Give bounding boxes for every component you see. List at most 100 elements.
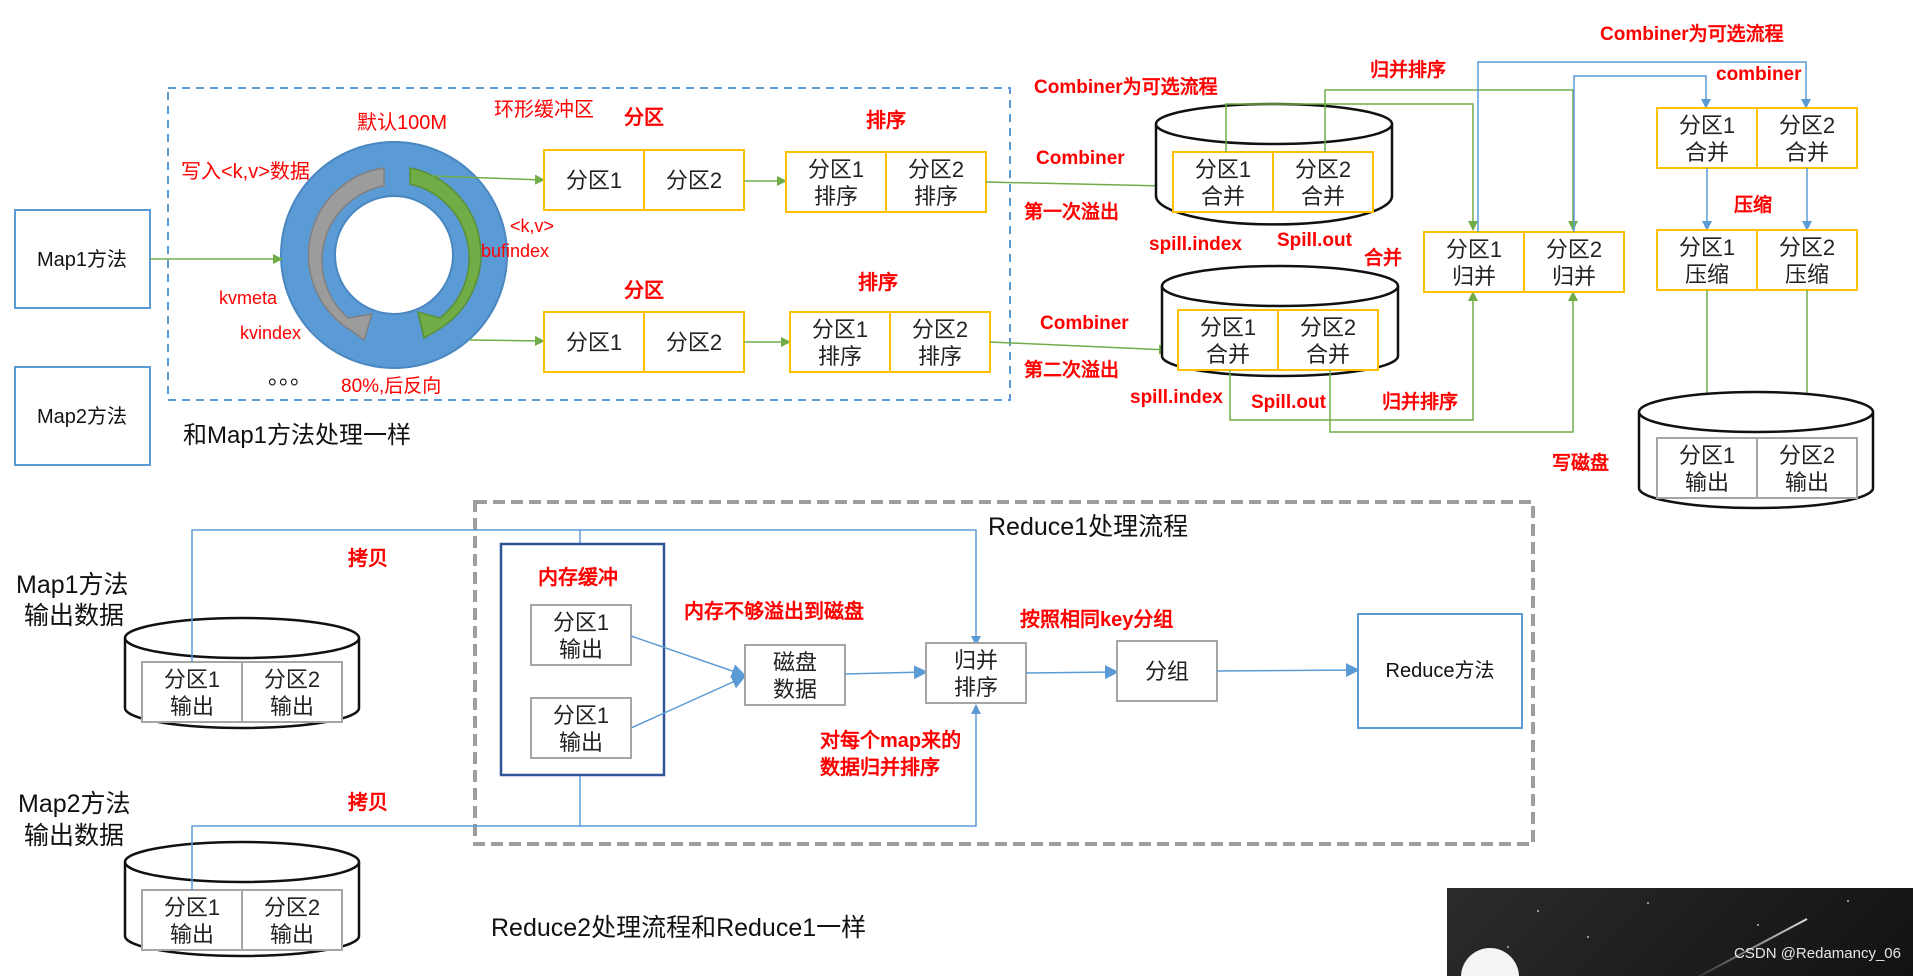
kvindex-label: kvindex xyxy=(240,323,301,343)
map2-output-l2: 输出数据 xyxy=(24,822,124,850)
merge-sort-l1: 归并 xyxy=(954,648,998,673)
merge-line-p2-top xyxy=(1324,89,1578,231)
compress-p1-l2: 压缩 xyxy=(1685,262,1729,287)
map1-out-p2-l1: 分区2 xyxy=(264,667,320,692)
merge-line-p1-top xyxy=(1225,103,1478,231)
sort-heading-2: 排序 xyxy=(858,270,898,294)
second-spill-label: 第二次溢出 xyxy=(1024,358,1119,381)
compress-p2-box xyxy=(1756,229,1858,291)
compress-p2-l1: 分区2 xyxy=(1779,235,1835,260)
group-label: 分组 xyxy=(1145,659,1189,684)
spill2-combine2-box xyxy=(1277,309,1379,371)
partition1-box-r2 xyxy=(543,311,645,373)
per-map-merge-l1: 对每个map来的 xyxy=(820,728,961,752)
reduce1-area xyxy=(473,500,1535,846)
final-combine-p2-box xyxy=(1756,107,1858,169)
ring-buffer-hole xyxy=(334,195,454,315)
map2-method-box xyxy=(14,366,151,466)
sort2-l2-r2: 排序 xyxy=(918,344,962,369)
copy-label-1: 拷贝 xyxy=(348,547,388,570)
ellipsis: 。。。 xyxy=(268,364,312,389)
partition2-box-r1 xyxy=(643,149,745,211)
output-p2-l2: 输出 xyxy=(1785,470,1829,495)
spill-out-label-2: Spill.out xyxy=(1251,392,1327,413)
overflow-label: 内存不够溢出到磁盘 xyxy=(684,599,864,623)
copy-line-map1-to-merge xyxy=(580,529,981,646)
map2-method-label: Map2方法 xyxy=(37,405,127,428)
spill-index-label-2: spill.index xyxy=(1130,387,1223,408)
ring-buffer-area xyxy=(167,87,1011,401)
merged-p1-l2: 归并 xyxy=(1452,264,1496,289)
spill1-c2-l2: 合并 xyxy=(1301,184,1345,209)
combiner-optional-2: Combiner为可选流程 xyxy=(1600,22,1784,45)
sort1-l2-r1: 排序 xyxy=(814,184,858,209)
map1-out-p1-l1: 分区1 xyxy=(164,667,220,692)
final-combine-p2-l1: 分区2 xyxy=(1779,113,1835,138)
spill1-arrow xyxy=(985,180,1166,191)
same-as-map1-note: 和Map1方法处理一样 xyxy=(183,422,411,449)
merge-line-p2-bottom xyxy=(1329,291,1578,433)
merged-p1-l1: 分区1 xyxy=(1446,237,1502,262)
combiner-line-p1 xyxy=(1573,75,1711,232)
planet-icon xyxy=(1461,948,1519,976)
reduce-method-box xyxy=(1357,613,1523,729)
sort2-l1-r2: 分区2 xyxy=(912,317,968,342)
spill2-c2-l1: 分区2 xyxy=(1300,315,1356,340)
map2-output-l1: Map2方法 xyxy=(18,790,131,818)
merge-sort-label-bottom: 归并排序 xyxy=(1382,390,1458,413)
buffer-to-partition-row1 xyxy=(431,174,545,185)
partition2-text-r1: 分区2 xyxy=(666,168,722,193)
sort1-l1-r1: 分区1 xyxy=(808,157,864,182)
map2-out-p1-l2: 输出 xyxy=(170,922,214,947)
sort2-l2-r1: 排序 xyxy=(914,184,958,209)
map2-out-p2-l1: 分区2 xyxy=(264,895,320,920)
combiner-optional-1: Combiner为可选流程 xyxy=(1034,75,1218,98)
merged-p1-box xyxy=(1423,231,1525,293)
spill1-combine2-box xyxy=(1272,151,1374,213)
map1-output-l2: 输出数据 xyxy=(24,602,124,630)
merge-to-group-arrow xyxy=(1025,665,1119,680)
mem-p1-out-1-l1: 分区1 xyxy=(553,610,609,635)
partition-heading-2: 分区 xyxy=(624,279,664,302)
per-map-merge-l2: 数据归并排序 xyxy=(820,755,940,779)
default-size-label: 默认100M xyxy=(357,111,447,134)
final-combine-p1-l1: 分区1 xyxy=(1679,113,1735,138)
star-icon xyxy=(1847,900,1849,902)
partition1-text-r2: 分区1 xyxy=(566,330,622,355)
group-box xyxy=(1116,640,1218,702)
merge-line-p1-bottom xyxy=(1229,291,1478,421)
reduce-method-label: Reduce方法 xyxy=(1386,659,1495,682)
copy-label-2: 拷贝 xyxy=(348,791,388,814)
map2-out-p1-l1: 分区1 xyxy=(164,895,220,920)
combiner-line-top xyxy=(1477,61,1811,232)
kvmeta-label: kvmeta xyxy=(219,288,278,308)
star-icon xyxy=(1757,924,1759,926)
output-p1-box xyxy=(1656,437,1758,499)
mem-p1-out-1-l2: 输出 xyxy=(559,637,603,662)
buffer-to-partition-row2 xyxy=(469,335,545,346)
star-icon xyxy=(1507,946,1509,948)
compress-p1-box xyxy=(1656,229,1758,291)
map2-out-p2-box xyxy=(241,889,343,951)
disk-to-merge-arrow xyxy=(844,665,928,680)
combiner-lower-label: combiner xyxy=(1716,64,1802,85)
sort1-l2-r2: 排序 xyxy=(818,344,862,369)
map1-method-box xyxy=(14,209,151,309)
sort2-l1-r1: 分区2 xyxy=(908,157,964,182)
spill1-c2-l1: 分区2 xyxy=(1295,157,1351,182)
mem-p1-out-box-1 xyxy=(530,604,632,666)
write-kv-label: 写入<k,v>数据 xyxy=(181,160,310,183)
map1-out-p2-box xyxy=(241,661,343,723)
mem1-to-disk-arrow xyxy=(630,635,746,678)
merged-p2-l1: 分区2 xyxy=(1546,237,1602,262)
sort1-l1-r2: 分区1 xyxy=(812,317,868,342)
disk-data-l2: 数据 xyxy=(773,677,817,702)
spill2-combine1-box xyxy=(1177,309,1279,371)
green-write-arrow xyxy=(409,167,482,340)
bufindex-label: bufindex xyxy=(481,241,549,261)
final-combine-p2-l2: 合并 xyxy=(1785,140,1829,165)
first-spill-label: 第一次溢出 xyxy=(1024,200,1119,223)
kv-label: <k,v> xyxy=(510,216,554,236)
spill2-c1-l1: 分区1 xyxy=(1200,315,1256,340)
